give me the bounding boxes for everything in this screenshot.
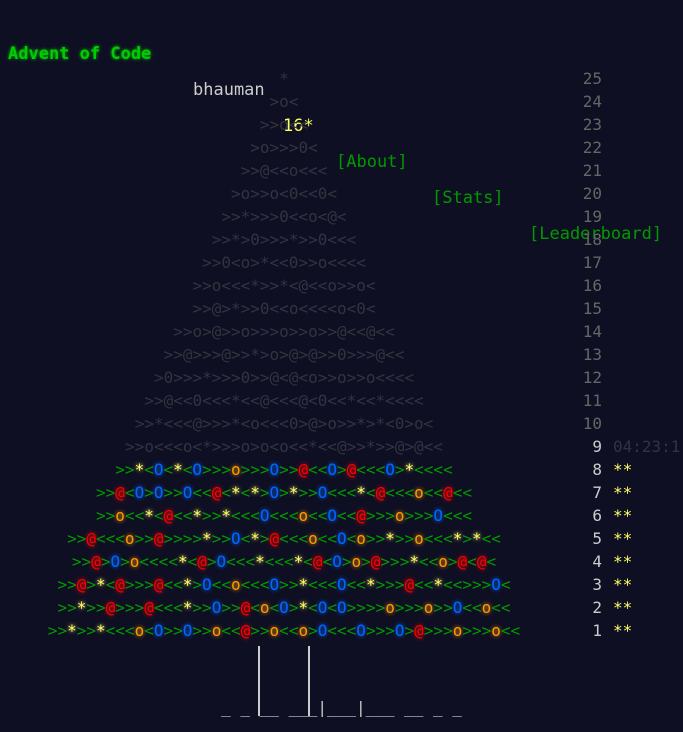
calendar-day-14[interactable]: >>o>@>>o>>>o>>o>>@<<@<< 14 (0, 320, 683, 343)
nav-stats-link[interactable]: [Stats] (432, 188, 504, 208)
total-star-count: 16* (283, 116, 314, 136)
day-stars: ** (613, 575, 633, 594)
calendar-day-number: 15 (582, 299, 602, 318)
calendar-day-16[interactable]: >>o<<<*>>*<@<<o>>o< 16 (0, 274, 683, 297)
calendar-day-number: 14 (582, 322, 602, 341)
calendar-day-22[interactable]: >o>>>0< 22 (0, 136, 683, 159)
calendar-day-17[interactable]: >>0<o>*<<0>>o<<<< 17 (0, 251, 683, 274)
calendar-day-10[interactable]: >>*<<<@>>>*<o<<<0>@>o>>*>*<0>o< 10 (0, 412, 683, 435)
day-stars: ** (613, 529, 633, 548)
calendar-day-18[interactable]: >>*>0>>>*>>0<<< 18 (0, 228, 683, 251)
calendar-art: >>@<O>O>>O<<@<*<*>O>*>>O<<<*<@<<<o<<@<< (96, 483, 472, 502)
calendar-art: >>o<<*<@<<*>>*<<<O<<<o<<O<<@>>>o>>>O<<< (96, 506, 472, 525)
calendar-day-number: 10 (582, 414, 602, 433)
calendar-art: * (279, 69, 289, 88)
calendar-art: >>*>>@>>>@<<<*>>O>>@<o<O>*<O<O>>>>o>>>o>… (57, 598, 511, 617)
calendar-art: >o< (269, 92, 299, 111)
calendar-day-23[interactable]: >>o<< 23 (0, 113, 683, 136)
calendar-day-number: 25 (582, 69, 602, 88)
calendar-art: >o>>>0< (250, 138, 318, 157)
site-logo-link[interactable]: Advent of Code (8, 44, 152, 64)
calendar-day-20[interactable]: >o>>o<0<<0< 20 (0, 182, 683, 205)
calendar-art: >>o>@>>o>>>o>>o>>@<<@<< (173, 322, 395, 341)
calendar-day-number: 3 (592, 575, 602, 594)
calendar-day-13[interactable]: >>@>>>@>>*>o>@>@>>0>>>@<< 13 (0, 343, 683, 366)
username-link[interactable]: bhauman (193, 80, 265, 100)
calendar-day-11[interactable]: >>@<<0<<<*<<@<<<@<0<<*<<*<<<< 11 (0, 389, 683, 412)
calendar-art: >>@<<o<<< (240, 161, 328, 180)
calendar-art: >>@>*<@>>>@<<*>O<<o<<<O>>*<<<O<<*>>>@<<*… (57, 575, 511, 594)
calendar-day-number: 5 (592, 529, 602, 548)
calendar-art: >>*>>>0<<o<@< (221, 207, 347, 226)
day-stars: ** (613, 483, 633, 502)
calendar-art: >0>>>*>>>0>>@<@<o>>o>>o<<<< (153, 368, 415, 387)
calendar-art: >>*<<<@>>>*<o<<<0>@>o>>*>*<0>o< (134, 414, 434, 433)
calendar-day-4[interactable]: >>@>O>o<<<<*<@>O<<<*<<<*<@<O>o>@>>>*<<o>… (0, 550, 683, 573)
calendar-day-number: 2 (592, 598, 602, 617)
calendar-day-number: 17 (582, 253, 602, 272)
calendar-day-7[interactable]: >>@<O>O>>O<<@<*<*>O>*>>O<<<*<@<<<o<<@<< 7… (0, 481, 683, 504)
day-stars: ** (613, 506, 633, 525)
calendar-day-number: 1 (592, 621, 602, 640)
top-header: Advent of Code bhauman 16* [About] [Stat… (0, 0, 683, 244)
ground-line: _ _ __ ___|___|___ __ _ _ (221, 698, 462, 717)
calendar-day-25[interactable]: * 25 (0, 67, 683, 90)
calendar-art: >>*>0>>>*>>0<<< (211, 230, 357, 249)
calendar-day-number: 19 (582, 207, 602, 226)
calendar-art: >>o<< (259, 115, 309, 134)
nav-leaderboard-link[interactable]: [Leaderboard] (529, 224, 663, 244)
day-stars: ** (613, 621, 633, 640)
calendar-day-number: 18 (582, 230, 602, 249)
calendar-day-8[interactable]: >>*<O<*<O>>>o>>>O>>@<<O>@<<<O>*<<<< 8 ** (0, 458, 683, 481)
calendar-art: >>@>O>o<<<<*<@>O<<<*<<<*<@<O>o>@>>>*<<o>… (71, 552, 497, 571)
calendar-day-number: 16 (582, 276, 602, 295)
calendar-day-number: 9 (592, 437, 602, 456)
calendar-art: >>o<<<*>>*<@<<o>>o< (192, 276, 376, 295)
calendar-art: >>@<<<o>>@>>>>*>>O<*>@<<<o<<O<o>>*>>o<<<… (67, 529, 501, 548)
calendar-day-number: 21 (582, 161, 602, 180)
calendar-day-21[interactable]: >>@<<o<<< 21 (0, 159, 683, 182)
day-stars: ** (613, 598, 633, 617)
calendar-day-15[interactable]: >>@>*>>0<<o<<<<o<0< 15 (0, 297, 683, 320)
calendar-day-number: 6 (592, 506, 602, 525)
calendar-day-number: 12 (582, 368, 602, 387)
calendar-day-6[interactable]: >>o<<*<@<<*>>*<<<O<<<o<<O<<@>>>o>>>O<<< 6… (0, 504, 683, 527)
calendar-art: >>@<<0<<<*<<@<<<@<0<<*<<*<<<< (144, 391, 424, 410)
day-stars: ** (613, 552, 633, 571)
calendar-day-12[interactable]: >0>>>*>>>0>>@<@<o>>o>>o<<<< 12 (0, 366, 683, 389)
calendar-day-2[interactable]: >>*>>@>>>@<<<*>>O>>@<o<O>*<O<O>>>>o>>>o>… (0, 596, 683, 619)
calendar-day-number: 23 (582, 115, 602, 134)
calendar-art: >o>>o<0<<0< (231, 184, 337, 203)
advent-calendar: *25>o<24>>o<<23>o>>>0<22>>@<<o<<<21>o>>o… (0, 67, 683, 647)
calendar-day-24[interactable]: >o< 24 (0, 90, 683, 113)
calendar-day-number: 4 (592, 552, 602, 571)
calendar-art: >>0<o>*<<0>>o<<<< (202, 253, 366, 272)
calendar-art: >>@>>>@>>*>o>@>@>>0>>>@<< (163, 345, 405, 364)
calendar-day-number: 11 (582, 391, 602, 410)
calendar-art: >>o<<<o<*>>>o>o<o<<*<<@>>*>>@>@<< (125, 437, 443, 456)
calendar-day-9[interactable]: >>o<<<o<*>>>o>o<o<<*<<@>>*>>@>@<< 9 04:23:… (0, 435, 683, 458)
calendar-day-5[interactable]: >>@<<<o>>@>>>>*>>O<*>@<<<o<<O<o>>*>>o<<<… (0, 527, 683, 550)
calendar-day-number: 7 (592, 483, 602, 502)
tree-trunk (258, 646, 310, 716)
calendar-day-3[interactable]: >>@>*<@>>>@<<*>O<<o<<<O>>*<<<O<<*>>>@<<*… (0, 573, 683, 596)
calendar-day-1[interactable]: >>*>>*<<<o<O>>O>>o<<@>>o<<o>O<<<O>>>O>@>… (0, 619, 683, 642)
nav-about-link[interactable]: [About] (336, 152, 408, 172)
calendar-day-number: 24 (582, 92, 602, 111)
calendar-day-number: 13 (582, 345, 602, 364)
calendar-day-number: 22 (582, 138, 602, 157)
day-stars: ** (613, 460, 633, 479)
calendar-art: >>*<O<*<O>>>o>>>O>>@<<O>@<<<O>*<<<< (115, 460, 453, 479)
calendar-art: >>*>>*<<<o<O>>O>>o<<@>>o<<o>O<<<O>>>O>@>… (47, 621, 521, 640)
calendar-day-number: 20 (582, 184, 602, 203)
calendar-day-number: 8 (592, 460, 602, 479)
calendar-art: >>@>*>>0<<o<<<<o<0< (192, 299, 376, 318)
day-unlock-countdown: 04:23:1 (613, 437, 681, 456)
calendar-day-19[interactable]: >>*>>>0<<o<@< 19 (0, 205, 683, 228)
